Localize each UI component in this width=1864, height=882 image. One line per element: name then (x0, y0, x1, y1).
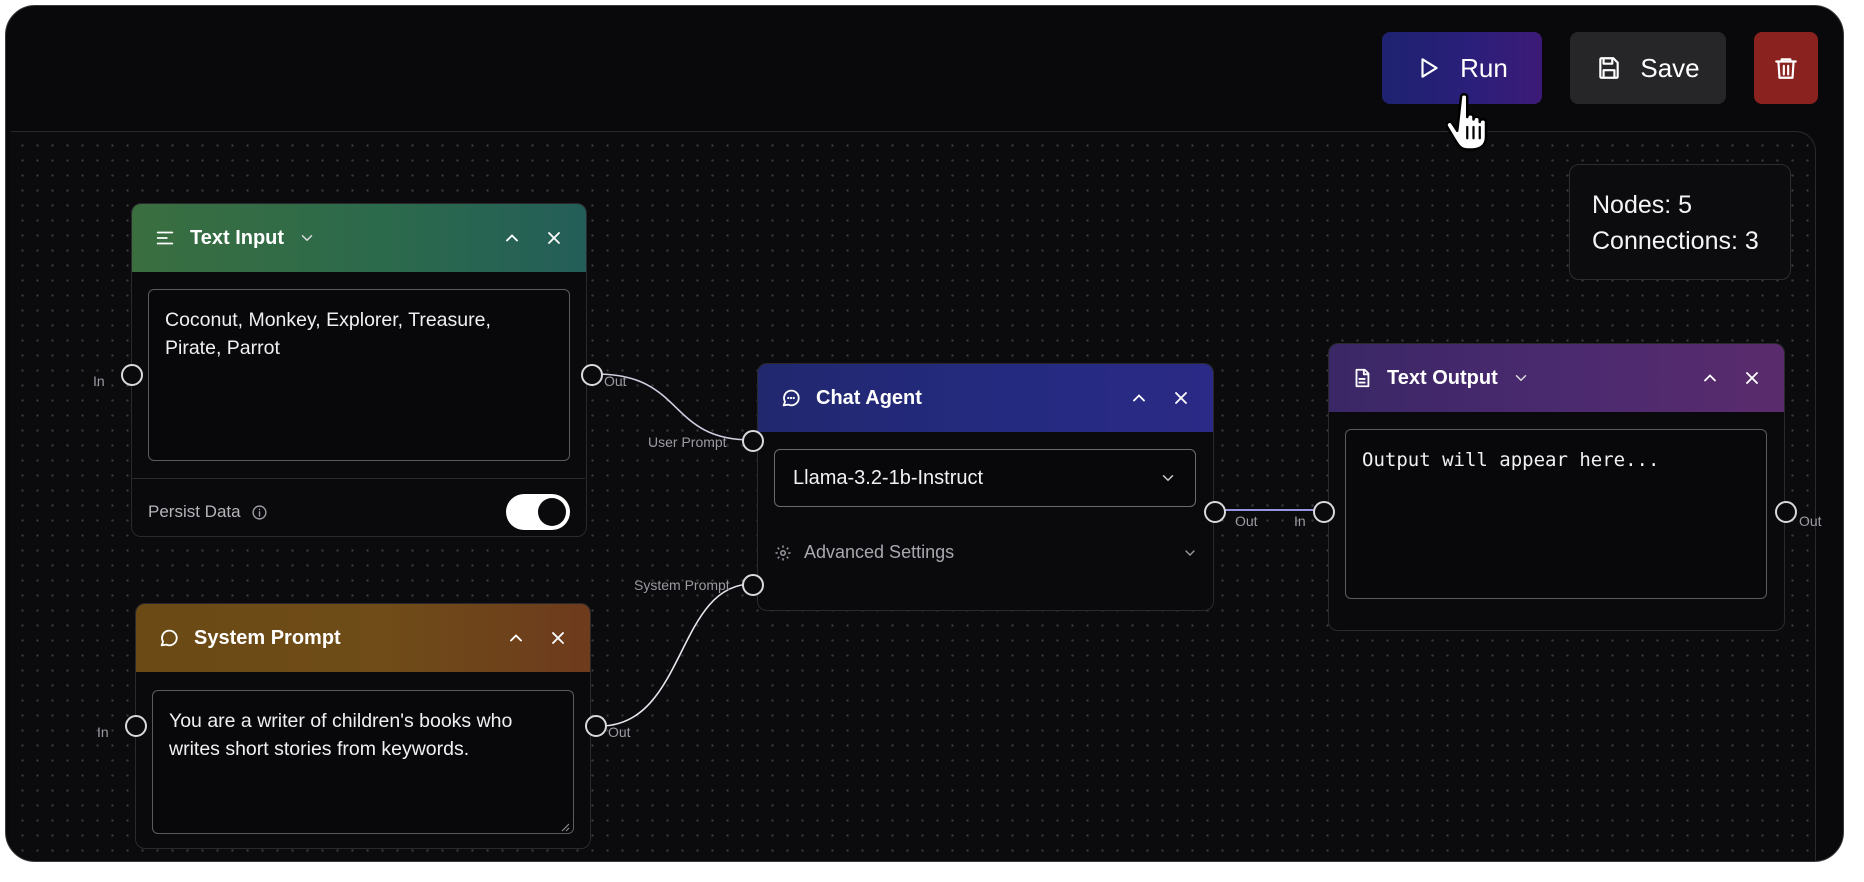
text-input-field[interactable]: Coconut, Monkey, Explorer, Treasure, Pir… (148, 289, 570, 461)
nodes-count: Nodes: 5 (1592, 191, 1693, 219)
text-output-title: Text Output (1387, 366, 1498, 389)
chevron-down-icon (1162, 475, 1174, 482)
model-select[interactable]: Llama-3.2-1b-Instruct (774, 449, 1196, 507)
system-prompt-out-label: Out (608, 724, 631, 740)
save-icon (1599, 57, 1620, 79)
chat-icon (782, 389, 800, 407)
resize-handle-icon[interactable] (560, 822, 570, 832)
user-prompt-label: User Prompt (648, 434, 727, 450)
model-select-value: Llama-3.2-1b-Instruct (793, 466, 984, 489)
system-prompt-port-label: System Prompt (634, 577, 730, 593)
run-label: Run (1460, 52, 1508, 83)
text-input-in-label: In (93, 373, 105, 389)
system-prompt-header[interactable]: System Prompt (136, 604, 590, 672)
close-icon[interactable] (1742, 368, 1762, 388)
run-button[interactable]: Run (1382, 32, 1542, 104)
play-icon (1421, 58, 1438, 78)
connections-count: Connections: 3 (1592, 227, 1759, 255)
close-icon[interactable] (1171, 388, 1191, 408)
persist-data-row: Persist Data (148, 502, 268, 522)
persist-data-label: Persist Data (148, 502, 241, 521)
persist-data-toggle[interactable] (506, 494, 570, 530)
collapse-icon[interactable] (1700, 368, 1720, 388)
chat-agent-header[interactable]: Chat Agent (758, 364, 1213, 432)
file-text-icon (1355, 368, 1370, 388)
text-output-in-port[interactable] (1313, 501, 1335, 523)
delete-button[interactable] (1754, 32, 1818, 104)
user-prompt-port[interactable] (742, 430, 764, 452)
divider (132, 478, 585, 479)
chevron-down-icon[interactable] (298, 229, 316, 247)
collapse-icon[interactable] (1129, 388, 1149, 408)
text-output-out-port[interactable] (1775, 501, 1797, 523)
chevron-down-icon[interactable] (1512, 369, 1530, 387)
system-prompt-node[interactable]: System Prompt You are a writer of childr… (97, 603, 631, 849)
save-button[interactable]: Save (1570, 32, 1726, 104)
toggle-knob (538, 498, 566, 526)
advanced-settings-toggle[interactable]: Advanced Settings (774, 542, 1198, 563)
text-output-in-label: In (1294, 513, 1306, 529)
advanced-settings-label: Advanced Settings (804, 542, 955, 562)
stats-panel: Nodes: 5 Connections: 3 (1569, 164, 1791, 280)
collapse-icon[interactable] (502, 228, 522, 248)
align-left-icon (156, 231, 174, 245)
message-circle-icon (160, 629, 178, 647)
close-icon[interactable] (548, 628, 568, 648)
text-output-out-label: Out (1799, 513, 1822, 529)
system-prompt-title: System Prompt (194, 626, 341, 649)
text-input-out-port[interactable] (581, 364, 603, 386)
gear-icon (775, 545, 791, 560)
system-prompt-port[interactable] (742, 574, 764, 596)
text-output-node[interactable]: Text Output Output will appear here... I… (1294, 343, 1822, 631)
trash-icon (1775, 58, 1797, 79)
system-prompt-out-port[interactable] (585, 715, 607, 737)
info-icon[interactable] (251, 504, 268, 521)
text-output-field[interactable]: Output will appear here... (1345, 429, 1767, 599)
chat-agent-title: Chat Agent (816, 386, 922, 409)
text-input-out-label: Out (604, 373, 627, 389)
text-input-in-port[interactable] (121, 364, 143, 386)
app-window: Run Save Nodes: 5 Connections: 3 Text In… (5, 5, 1844, 862)
chat-agent-node[interactable]: Chat Agent Llama-3.2-1b-Instruct Advance… (634, 363, 1258, 611)
chat-agent-out-label: Out (1235, 513, 1258, 529)
text-output-header[interactable]: Text Output (1329, 344, 1784, 412)
text-input-node[interactable]: Text Input Coconut, Monkey, Explorer, Tr… (93, 203, 627, 537)
chat-agent-out-port[interactable] (1204, 501, 1226, 523)
collapse-icon[interactable] (506, 628, 526, 648)
chevron-down-icon (1185, 549, 1195, 556)
text-input-header[interactable]: Text Input (132, 204, 586, 272)
text-input-title: Text Input (190, 226, 285, 249)
system-prompt-in-label: In (97, 724, 109, 740)
save-label: Save (1640, 52, 1700, 83)
system-prompt-in-port[interactable] (125, 715, 147, 737)
close-icon[interactable] (544, 228, 564, 248)
system-prompt-field[interactable]: You are a writer of children's books who… (152, 690, 574, 834)
